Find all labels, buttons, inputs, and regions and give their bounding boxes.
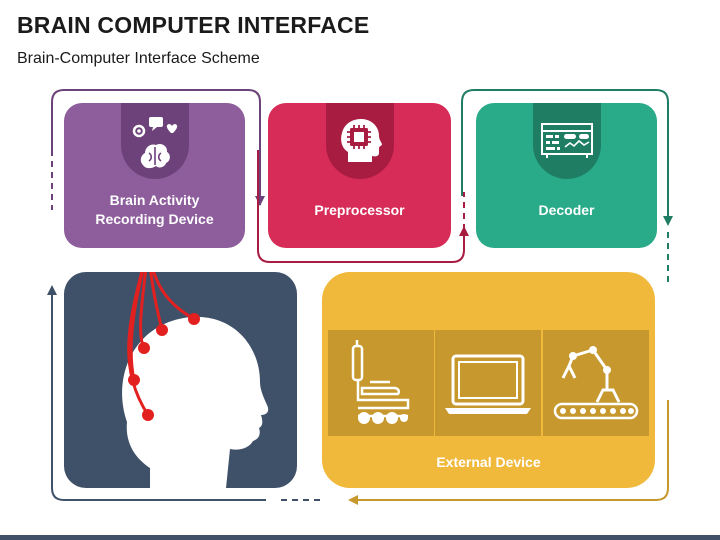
decoder-box: Decoder [476,103,657,248]
brain-icon-tab [120,103,189,179]
electrode-nodes [128,313,200,421]
wheelchair-tile [328,330,434,436]
head-chip-icon [340,119,382,162]
footer-bar [0,535,720,540]
page-title: BRAIN COMPUTER INTERFACE [17,12,370,38]
page-subtitle: Brain-Computer Interface Scheme [17,50,260,67]
decoder-icon-tab [532,103,601,179]
head-with-electrodes-icon [122,272,269,488]
decoder-label: Decoder [538,202,595,218]
head-box [64,272,297,488]
preprocessor-icon-tab [325,103,394,179]
brain-activity-label: Brain Activity Recording Device [95,192,214,227]
brain-thinking-icon [132,117,177,169]
laptop-icon [445,354,531,414]
robotic-arm-icon [553,346,639,420]
brain-activity-recording-device-box: Brain Activity Recording Device [64,103,245,248]
robotic-arm-tile [543,330,649,436]
preprocessor-label: Preprocessor [314,202,405,218]
head-silhouette [122,316,269,488]
wheelchair-icon [351,340,410,424]
external-device-label: External Device [436,454,541,470]
laptop-tile [435,330,541,436]
external-device-box: External Device [322,272,655,488]
data-board-icon [540,123,593,158]
preprocessor-box: Preprocessor [268,103,451,248]
